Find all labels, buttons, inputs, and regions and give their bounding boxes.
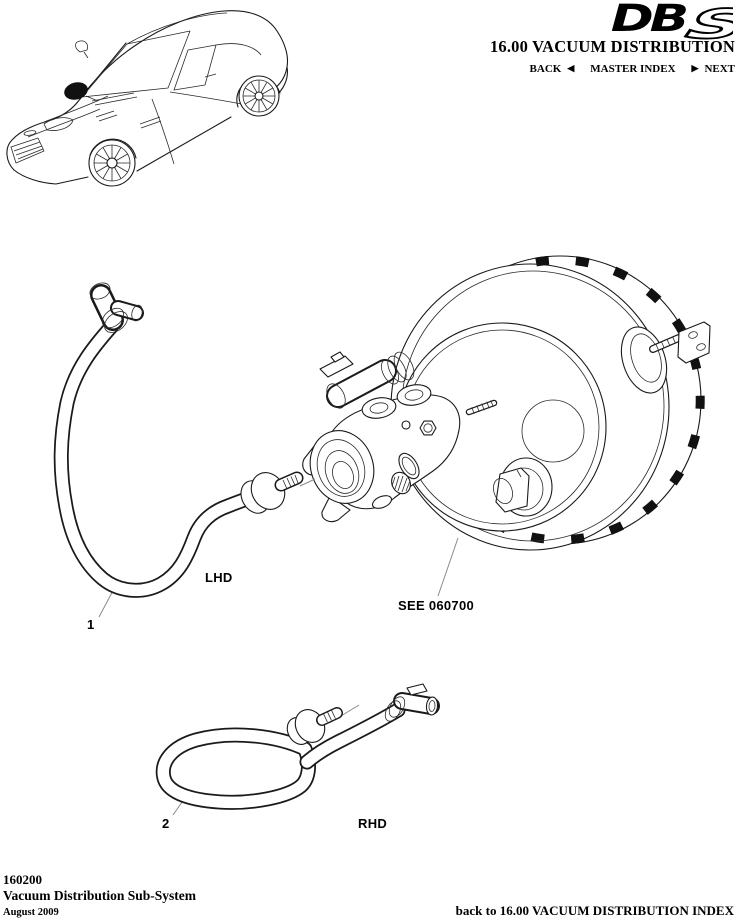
- see-reference-link[interactable]: SEE 060700: [398, 598, 475, 613]
- brake-booster-drawing: [390, 255, 711, 551]
- header-navigation: BACK ◀ MASTER INDEX ▶ NEXT: [529, 62, 735, 76]
- master-index-label: MASTER INDEX: [590, 63, 676, 75]
- next-label: NEXT: [704, 63, 735, 75]
- master-index-button[interactable]: MASTER INDEX: [590, 63, 675, 75]
- issue-date: August 2009: [3, 907, 59, 918]
- back-to-index-link[interactable]: back to 16.00 VACUUM DISTRIBUTION INDEX: [455, 903, 734, 918]
- callout-2: 2: [162, 816, 170, 831]
- back-button[interactable]: BACK ◀: [529, 62, 575, 76]
- next-arrow-icon: ▶: [691, 62, 699, 73]
- subsystem-title: Vacuum Distribution Sub-System: [3, 888, 197, 903]
- page-title: 16.00 VACUUM DISTRIBUTION: [489, 37, 735, 56]
- master-cylinder-drawing: [302, 351, 461, 523]
- car-illustration: [6, 10, 289, 187]
- dbs-logo-db: DB: [611, 1, 687, 40]
- component-location-marker: [64, 82, 99, 102]
- back-label: BACK: [529, 63, 562, 75]
- label-rhd: RHD: [358, 816, 388, 831]
- callout-1: 1: [87, 617, 95, 632]
- back-arrow-icon: ◀: [567, 62, 575, 73]
- label-lhd: LHD: [205, 570, 233, 585]
- rhd-hose-drawing: [155, 683, 440, 810]
- next-button[interactable]: ▶ NEXT: [691, 62, 735, 76]
- dbs-logo: DB S: [611, 1, 733, 43]
- lhd-hose-drawing: [53, 282, 304, 598]
- section-number: 160200: [3, 872, 42, 887]
